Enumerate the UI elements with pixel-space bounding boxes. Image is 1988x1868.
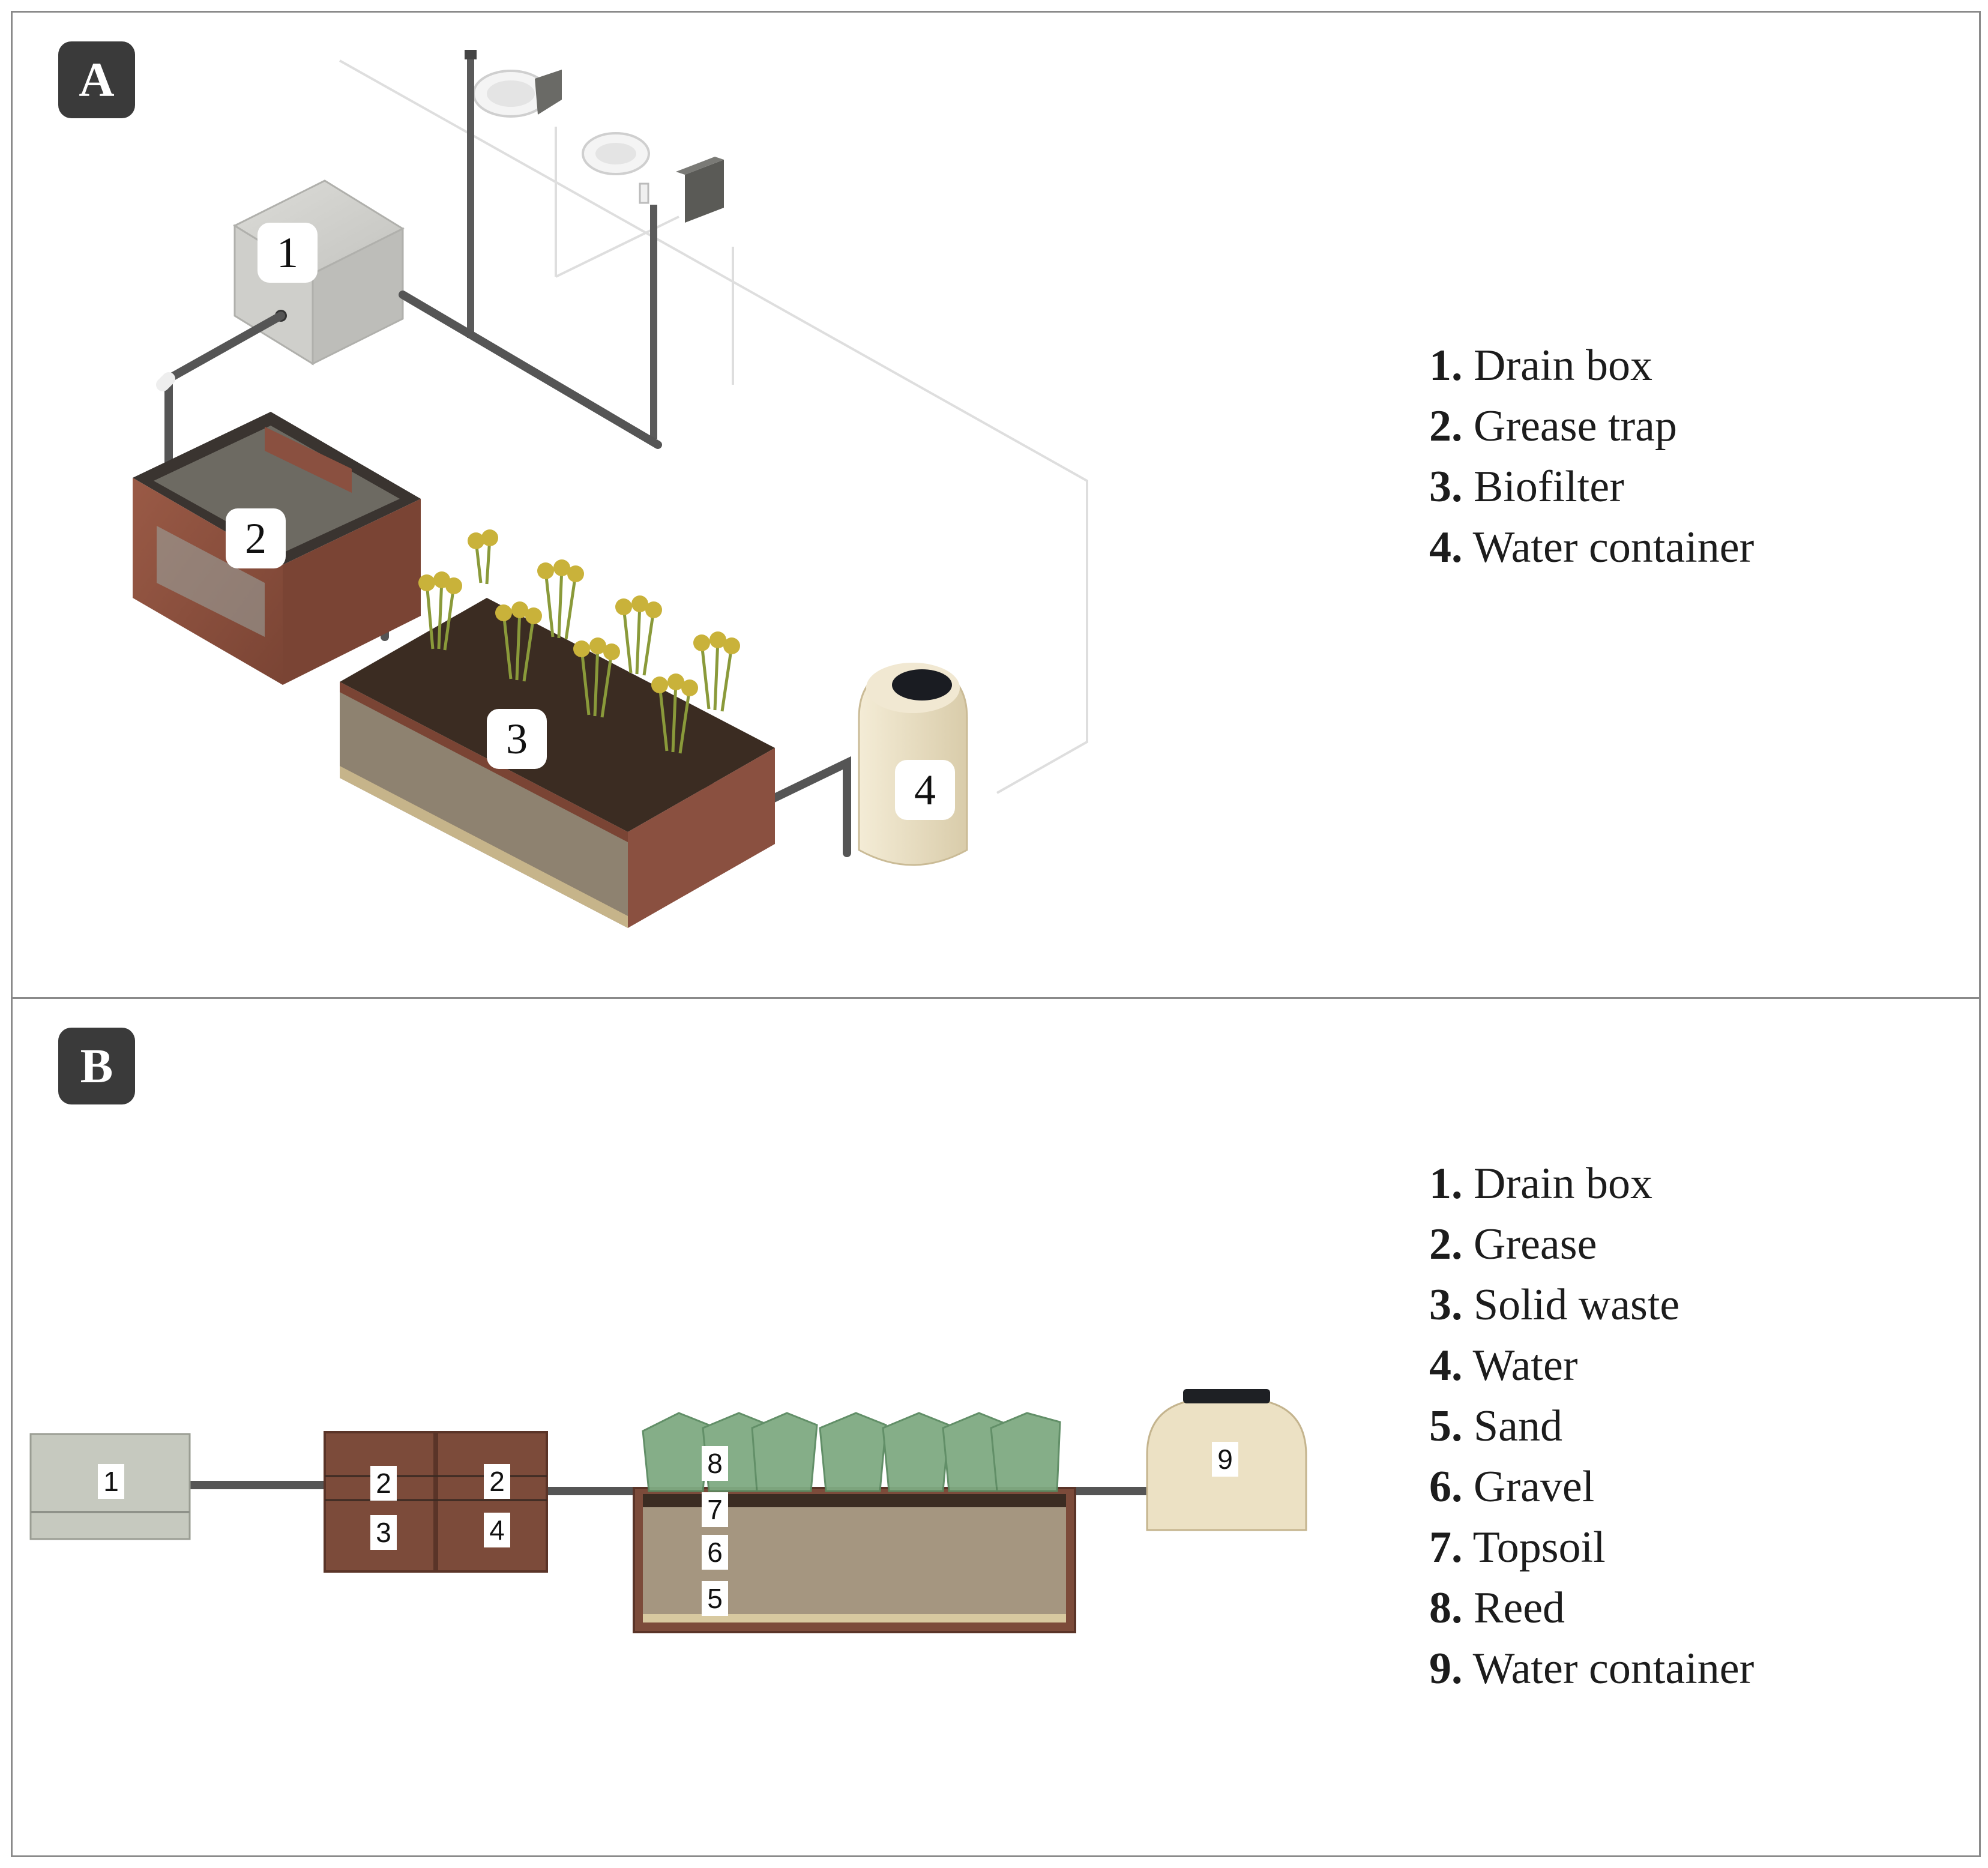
callout-1: 1 xyxy=(258,223,318,283)
legend-item: 5. Sand xyxy=(1429,1402,1562,1451)
callout-b-6: 6 xyxy=(702,1535,728,1570)
legend-item: 1. Drain box xyxy=(1429,1159,1652,1208)
callout-b-7: 7 xyxy=(702,1492,728,1527)
wall-outline xyxy=(339,59,1088,794)
callout-2: 2 xyxy=(226,508,286,568)
biofilter xyxy=(340,598,775,928)
svg-text:3: 3 xyxy=(376,1517,391,1548)
svg-text:2: 2 xyxy=(376,1468,391,1499)
sink-2 xyxy=(582,132,657,439)
panel-b: B xyxy=(11,997,1981,1857)
biofilter-b xyxy=(633,1487,1076,1633)
svg-text:1: 1 xyxy=(277,229,298,277)
legend-item: 2. Grease xyxy=(1429,1220,1597,1269)
legend-item: 9. Water container xyxy=(1429,1644,1755,1693)
grease-trap-b xyxy=(324,1431,548,1573)
svg-text:5: 5 xyxy=(707,1583,723,1614)
legend-item: 1. Drain box xyxy=(1429,341,1652,390)
svg-text:4: 4 xyxy=(914,766,936,814)
sink-1 xyxy=(465,50,562,338)
panel-b-cross-section: 1 2 3 2 4 8 7 6 xyxy=(29,1389,1307,1633)
panel-b-legend: 1. Drain box 2. Grease 3. Solid waste 4.… xyxy=(1429,1154,1754,1699)
svg-text:8: 8 xyxy=(707,1448,723,1479)
panel-a-isometric-illustration: 1 2 3 4 xyxy=(133,50,1088,928)
callout-3: 3 xyxy=(487,709,547,769)
callout-b-9: 9 xyxy=(1212,1442,1238,1477)
callout-b-4: 4 xyxy=(484,1513,510,1547)
svg-text:1: 1 xyxy=(103,1466,119,1497)
callout-b-2-right: 2 xyxy=(484,1464,510,1499)
legend-item: 8. Reed xyxy=(1429,1583,1565,1633)
callout-4: 4 xyxy=(895,760,955,820)
svg-text:2: 2 xyxy=(489,1466,505,1497)
svg-text:3: 3 xyxy=(506,715,528,763)
wall-box xyxy=(676,157,724,223)
callout-b-8: 8 xyxy=(702,1446,728,1481)
legend-item: 4. Water xyxy=(1429,1341,1578,1390)
panel-b-letter: B xyxy=(58,1028,135,1104)
grease-trap xyxy=(133,412,421,685)
legend-item: 3. Biofilter xyxy=(1429,462,1624,511)
panel-a-letter: A xyxy=(58,41,135,118)
svg-text:7: 7 xyxy=(707,1494,723,1525)
panel-a: A xyxy=(11,11,1981,999)
legend-item: 3. Solid waste xyxy=(1429,1280,1680,1330)
svg-text:9: 9 xyxy=(1217,1444,1233,1475)
svg-text:2: 2 xyxy=(245,514,267,562)
callout-b-3: 3 xyxy=(370,1515,397,1550)
legend-item: 2. Grease trap xyxy=(1429,402,1677,451)
callout-b-1: 1 xyxy=(98,1464,124,1499)
legend-item: 7. Topsoil xyxy=(1429,1523,1606,1572)
svg-text:4: 4 xyxy=(489,1514,505,1546)
panel-a-legend: 1. Drain box 2. Grease trap 3. Biofilter… xyxy=(1429,336,1754,578)
svg-text:6: 6 xyxy=(707,1537,723,1568)
reed-flowers xyxy=(418,529,740,696)
callout-b-2-left: 2 xyxy=(370,1466,397,1501)
pipes-b xyxy=(187,1481,1147,1495)
legend-item: 4. Water container xyxy=(1429,523,1755,572)
legend-item: 6. Gravel xyxy=(1429,1462,1595,1511)
callout-b-5: 5 xyxy=(702,1581,728,1616)
